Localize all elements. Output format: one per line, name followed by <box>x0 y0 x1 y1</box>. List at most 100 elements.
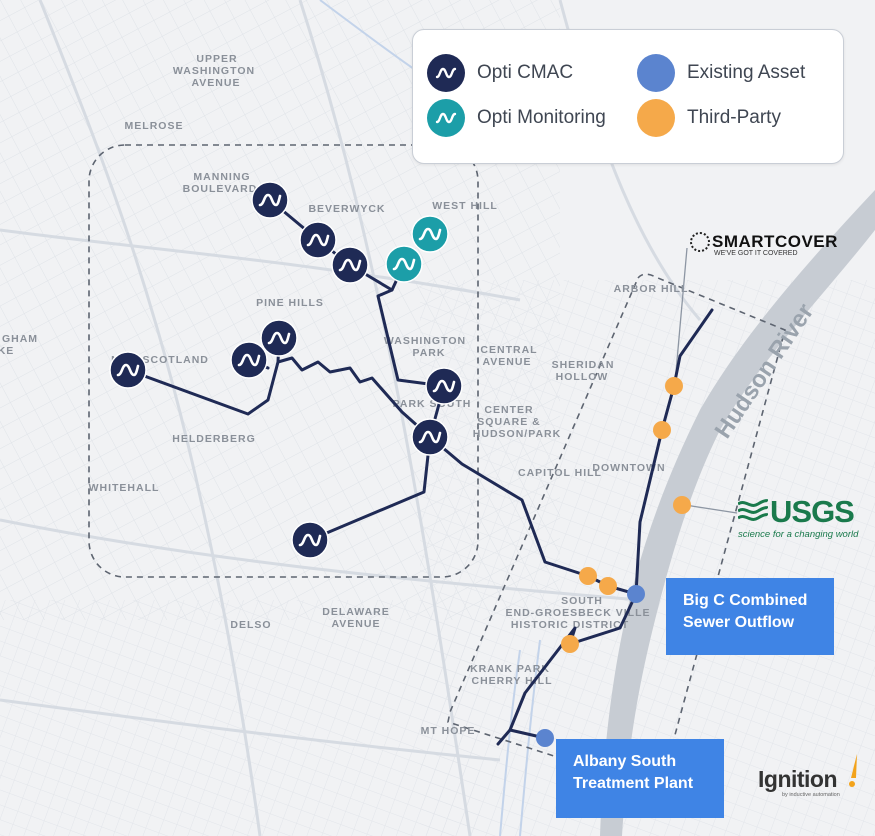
opti-monitoring-sensor-marker[interactable] <box>385 245 423 283</box>
map-area-label: MELROSE <box>125 120 184 132</box>
map-area-label: PINE HILLS <box>256 297 324 309</box>
opti-cmac-sensor-marker[interactable] <box>331 246 369 284</box>
existing-assets <box>536 585 645 747</box>
third-party-asset-marker[interactable] <box>665 377 683 395</box>
opti-cmac-sensor-marker[interactable] <box>109 351 147 389</box>
usgs-tagline: science for a changing world <box>738 529 859 540</box>
opti-cmac-sensor-marker[interactable] <box>251 181 289 219</box>
legend-item-opti-monitoring: Opti Monitoring <box>427 99 606 137</box>
map-area-label: DELAWARE <box>322 606 390 618</box>
sensor-wave-icon <box>237 353 261 367</box>
sensor-marker-circle <box>109 351 147 389</box>
map-area-label: END-GROESBECK VILLE <box>505 607 650 619</box>
map-area-label: CENTRAL <box>480 344 537 356</box>
smartcover-globe-icon <box>690 232 710 252</box>
opti-sensors <box>109 181 463 559</box>
sensor-wave-icon <box>427 54 465 92</box>
map-area-label: SHERIDAN <box>552 359 615 371</box>
map-area-label: CAPITOL HILL <box>518 467 602 479</box>
map-area-label: AVENUE <box>192 77 241 89</box>
map-area-label: BOULEVARD <box>183 183 258 195</box>
existing-asset-marker[interactable] <box>627 585 645 603</box>
map-area-label: SQUARE & <box>477 416 540 428</box>
hudson-river <box>600 190 875 836</box>
ignition-tagline: by inductive automation <box>782 792 840 798</box>
sensor-wave-icon <box>427 99 465 137</box>
legend-item-third-party: Third-Party <box>637 99 781 137</box>
opti-cmac-sensor-marker[interactable] <box>230 341 268 379</box>
map-area-label: HISTORIC DISTRICT <box>511 619 629 631</box>
sensor-wave-icon <box>267 331 291 345</box>
usgs-wave-icon <box>738 499 768 521</box>
map-area-label: DELSO <box>230 619 271 631</box>
map-area-label: PARK <box>413 347 446 359</box>
major-roads <box>0 0 702 836</box>
sensor-wave-icon <box>116 363 140 377</box>
sensor-marker-circle <box>331 246 369 284</box>
map-area-label: CENTER <box>484 404 533 416</box>
map-area-label: GHAM <box>2 333 38 345</box>
opti-monitoring-sensor-marker[interactable] <box>411 215 449 253</box>
map-area-label: DOWNTOWN <box>592 462 665 474</box>
map-area-label: HOLLOW <box>556 371 609 383</box>
callout-line: Sewer Outflow <box>683 614 795 631</box>
third-party-asset-marker[interactable] <box>673 496 691 514</box>
map-area-label: MT HOPE <box>421 725 476 737</box>
sensor-wave-icon <box>338 258 362 272</box>
smartcover-connector <box>674 247 738 514</box>
callout-line: Big C Combined <box>683 592 808 609</box>
smartcover-name: SMARTCOVER <box>712 232 838 251</box>
sensor-marker-circle <box>251 181 289 219</box>
legend-label: Third-Party <box>687 107 781 128</box>
existing-asset-marker[interactable] <box>536 729 554 747</box>
downtown-area-boundary <box>447 273 786 792</box>
usgs-logo: USGS science for a changing world <box>738 496 863 545</box>
opti-cmac-sensor-marker[interactable] <box>411 418 449 456</box>
sensor-wave-icon <box>418 227 442 241</box>
sensor-wave-icon <box>306 233 330 247</box>
third-party-asset-marker[interactable] <box>561 635 579 653</box>
smartcover-tagline: WE'VE GOT IT COVERED <box>714 250 798 257</box>
map-area-label: KRANK PARK <box>470 663 550 675</box>
sensor-marker-circle <box>299 221 337 259</box>
uptown-area-boundary <box>88 144 479 578</box>
map-area-label: AVENUE <box>483 356 532 368</box>
map-area-label: HELDERBERG <box>172 433 256 445</box>
map-area-label: UPPER <box>196 53 237 65</box>
map-legend: Opti CMAC Opti Monitoring Existing Asset… <box>412 29 844 164</box>
third-party-asset-marker[interactable] <box>579 567 597 585</box>
sensor-wave-icon <box>298 533 322 547</box>
sensor-marker-circle <box>291 521 329 559</box>
albany-south-treatment-plant-callout[interactable]: Albany South Treatment Plant <box>556 739 724 818</box>
sensor-marker-circle <box>411 215 449 253</box>
sensor-wave-icon <box>418 430 442 444</box>
map-area-label: BEVERWYCK <box>308 203 385 215</box>
third-party-assets <box>561 377 691 653</box>
circle-icon <box>637 99 675 137</box>
legend-item-existing-asset: Existing Asset <box>637 54 805 92</box>
opti-cmac-sensor-marker[interactable] <box>425 367 463 405</box>
circle-icon <box>637 54 675 92</box>
opti-cmac-sensor-marker[interactable] <box>291 521 329 559</box>
legend-label: Opti CMAC <box>477 62 574 83</box>
sensor-marker-circle <box>425 367 463 405</box>
third-party-asset-marker[interactable] <box>653 421 671 439</box>
big-c-sewer-outflow-callout[interactable]: Big C Combined Sewer Outflow <box>666 578 834 655</box>
opti-cmac-sensor-marker[interactable] <box>299 221 337 259</box>
third-party-asset-marker[interactable] <box>599 577 617 595</box>
smartcover-logo: SMARTCOVER WE'VE GOT IT COVERED <box>690 232 860 268</box>
opti-cmac-sensor-marker[interactable] <box>260 319 298 357</box>
legend-label: Existing Asset <box>687 62 806 83</box>
map-area-label: MANNING <box>193 171 250 183</box>
legend-item-opti-cmac: Opti CMAC <box>427 54 573 92</box>
map-area-label: AVENUE <box>332 618 381 630</box>
map-area-label: HUDSON/PARK <box>473 428 561 440</box>
pipe-segment <box>126 356 432 439</box>
callout-line: Albany South <box>573 753 677 770</box>
sensor-marker-circle <box>411 418 449 456</box>
ignition-name: Ignition <box>758 766 838 792</box>
sensor-marker-circle <box>230 341 268 379</box>
sensor-wave-icon <box>258 193 282 207</box>
sensor-marker-circle <box>260 319 298 357</box>
map-area-label: SOUTH <box>561 595 603 607</box>
